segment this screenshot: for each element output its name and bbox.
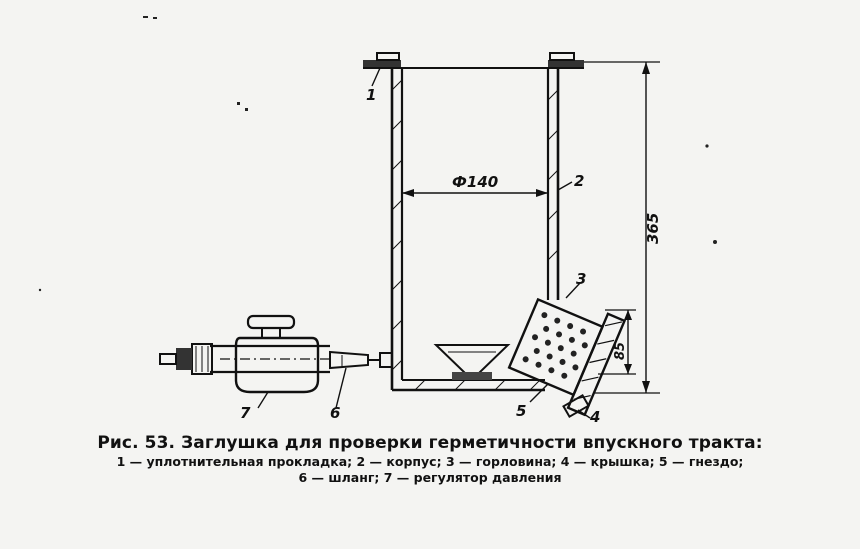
neck-assembly bbox=[507, 297, 627, 417]
callout-6: 6 bbox=[330, 404, 340, 422]
callout-3: 3 bbox=[576, 270, 586, 288]
callout-2: 2 bbox=[574, 172, 584, 190]
hose bbox=[329, 350, 369, 370]
caption-legend-line-1: 1 — уплотнительная прокладка; 2 — корпус… bbox=[116, 454, 744, 470]
callout-7: 7 bbox=[240, 404, 251, 422]
seat-socket bbox=[433, 344, 511, 381]
callout-1: 1 bbox=[366, 86, 376, 104]
pressure-regulator bbox=[159, 314, 330, 394]
dimension-lines bbox=[402, 61, 660, 394]
technical-drawing: Ф140 365 85 1 2 3 4 5 6 7 bbox=[38, 16, 717, 426]
diameter-dimension: Ф140 bbox=[452, 173, 498, 191]
callout-5: 5 bbox=[516, 402, 526, 420]
height-dimension: 365 bbox=[644, 213, 662, 244]
caption-legend-line-2: 6 — шланг; 7 — регулятор давления bbox=[298, 469, 562, 485]
callout-4: 4 bbox=[589, 408, 600, 426]
figure-caption: Рис. 53. Заглушка для проверки герметичн… bbox=[0, 433, 860, 486]
caption-title: Рис. 53. Заглушка для проверки герметичн… bbox=[97, 433, 763, 453]
hose-fitting bbox=[368, 352, 393, 368]
leader-lines bbox=[257, 67, 591, 419]
scan-specks bbox=[38, 16, 717, 292]
housing-body bbox=[363, 52, 584, 392]
neck-dimension: 85 bbox=[613, 342, 628, 360]
